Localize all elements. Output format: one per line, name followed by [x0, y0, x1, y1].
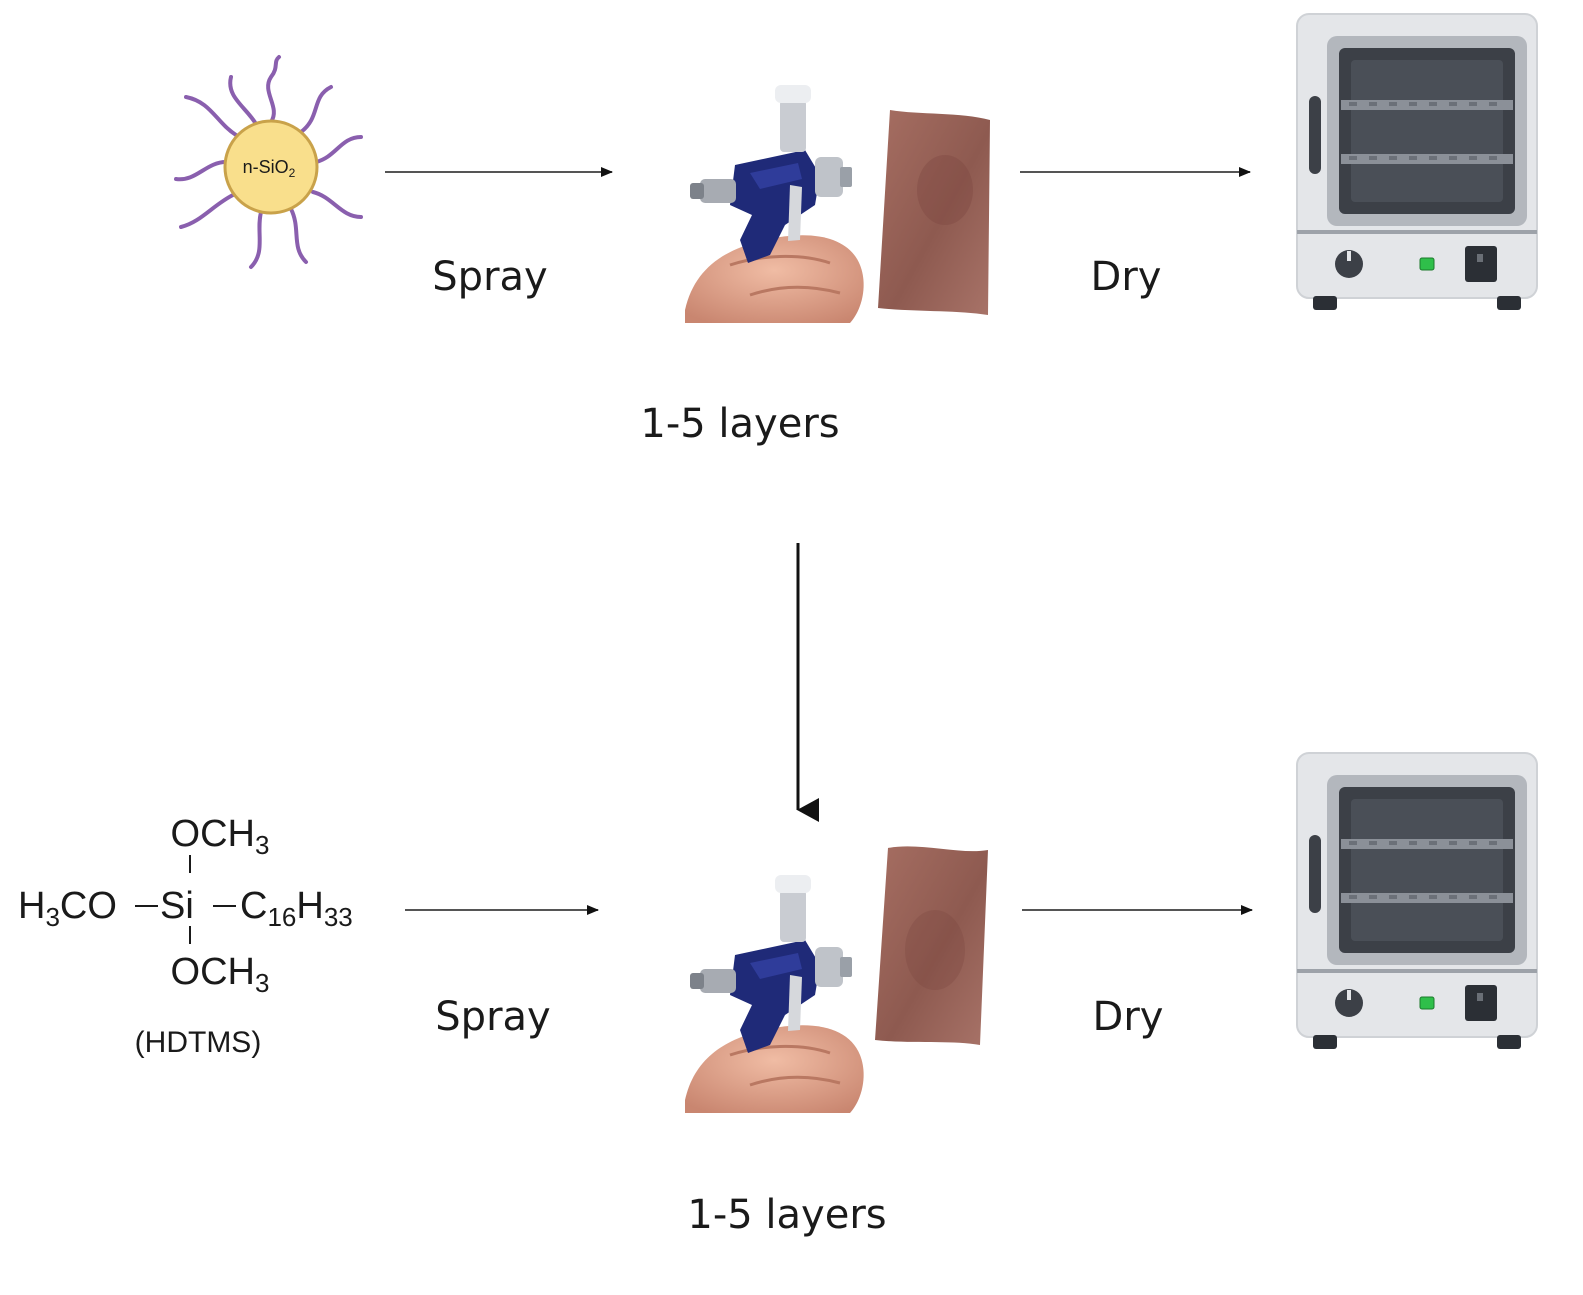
drying-oven-icon [1296, 13, 1538, 311]
nanoparticle-icon: n-SiO2 [174, 55, 363, 269]
layers-label-2: 1-5 layers [687, 1192, 886, 1238]
drying-oven-icon [1296, 752, 1538, 1050]
fabric-sample-icon [878, 110, 990, 315]
spray-gun-icon [683, 83, 866, 325]
dry-label-2: Dry [1093, 994, 1164, 1040]
particle-label: n-SiO [243, 157, 289, 177]
molecule-right: C [240, 885, 267, 927]
fabric-sample-icon [875, 846, 988, 1045]
molecule-left-tail: CO [60, 885, 117, 927]
molecule-left-subscript: 3 [45, 902, 59, 932]
molecule-top-subscript: 3 [255, 830, 269, 860]
molecule-top: OCH [171, 813, 255, 855]
molecule-left: H [18, 885, 45, 927]
spray-label-2: Spray [435, 994, 550, 1040]
svg-text:n-SiO2: n-SiO2 [243, 157, 296, 180]
svg-text:C16H33: C16H33 [240, 885, 353, 932]
svg-text:H3CO: H3CO [18, 885, 117, 932]
molecule-name: (HDTMS) [135, 1026, 262, 1059]
molecule-right-h: H [296, 885, 323, 927]
molecule-right-h-subscript: 33 [324, 902, 353, 932]
spray-label-1: Spray [432, 254, 547, 300]
hdtms-structure: OCH3 H3CO Si C16H33 OCH3 (HDTMS) [18, 813, 353, 1059]
molecule-right-subscript: 16 [267, 902, 296, 932]
particle-label-subscript: 2 [289, 166, 296, 180]
molecule-si: Si [160, 885, 194, 927]
molecule-bottom-subscript: 3 [255, 968, 269, 998]
svg-text:OCH3: OCH3 [171, 951, 270, 998]
layers-label-1: 1-5 layers [640, 401, 839, 447]
svg-text:OCH3: OCH3 [171, 813, 270, 860]
spray-gun-icon [683, 873, 866, 1115]
molecule-bottom: OCH [171, 951, 255, 993]
dry-label-1: Dry [1091, 254, 1162, 300]
